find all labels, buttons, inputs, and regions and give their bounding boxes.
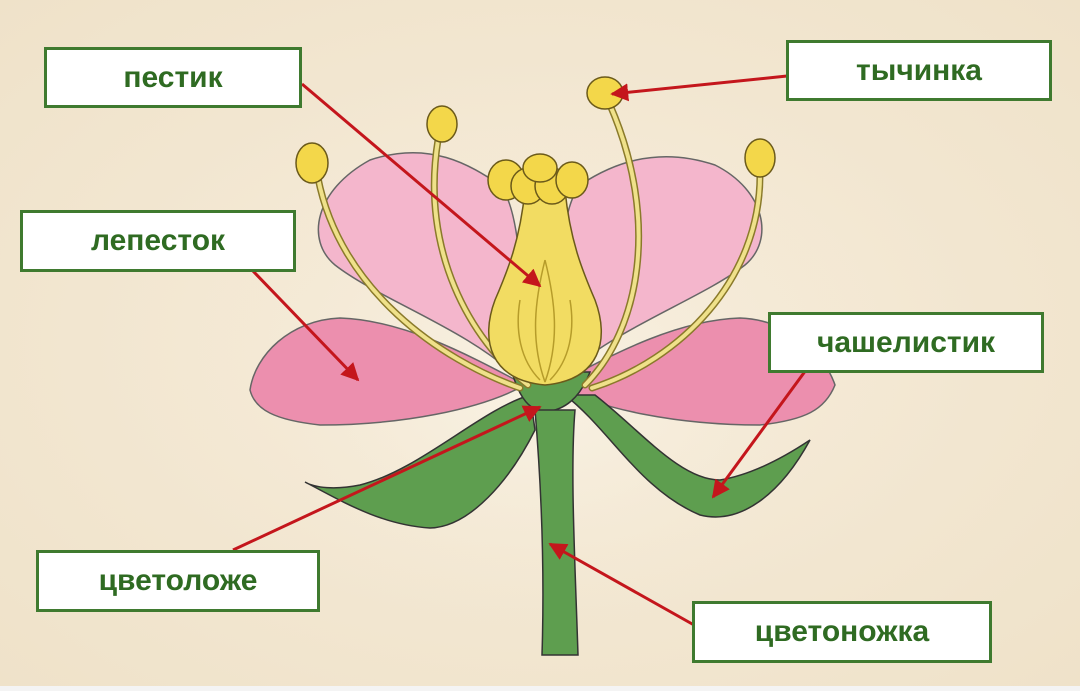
label-stamen: тычинка (786, 40, 1052, 101)
arrow-sepal (711, 369, 808, 499)
anther-1 (295, 142, 329, 184)
anther-2 (426, 105, 458, 143)
arrow-stamen (610, 74, 788, 102)
stigma-lobe-5 (522, 153, 558, 183)
stigma-lobe-4 (555, 161, 589, 199)
arrow-receptacle (232, 405, 542, 552)
arrow-pistil (301, 82, 542, 288)
label-peduncle: цветоножка (692, 601, 992, 663)
bottom-strip (0, 686, 1080, 691)
stem (534, 409, 579, 656)
pistil-body (488, 189, 602, 386)
arrow-petal (250, 268, 360, 382)
label-petal: лепесток (20, 210, 296, 272)
front-petal-left (249, 317, 527, 426)
arrow-peduncle (548, 542, 695, 627)
label-receptacle: цветоложе (36, 550, 320, 612)
label-sepal: чашелистик (768, 312, 1044, 373)
sepal-right (562, 394, 811, 518)
front-petal-right (553, 317, 836, 426)
anther-4 (744, 138, 776, 178)
label-pistil: пестик (44, 47, 302, 108)
